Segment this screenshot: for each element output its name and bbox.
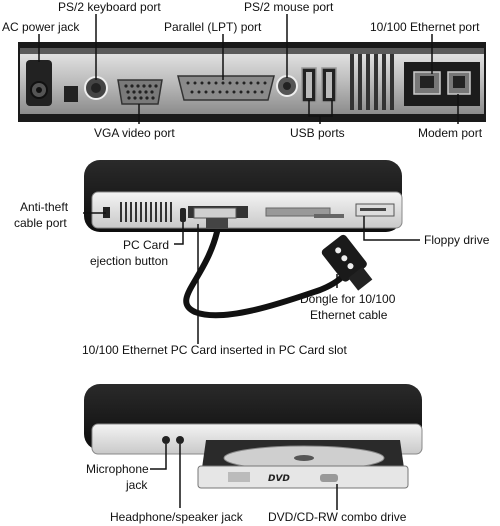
label-pc-card-eject-line2: ejection button: [90, 254, 169, 268]
headphone-jack: [176, 436, 184, 444]
ps2-keyboard-port: [84, 76, 108, 100]
side-view-photo: [84, 160, 403, 232]
dvd-logo: DVD: [268, 474, 290, 484]
label-ac-power-jack: AC power jack: [2, 20, 80, 34]
usb-ports: [301, 67, 337, 103]
label-microphone-line2: jack: [126, 478, 148, 492]
ethernet-port: [413, 71, 441, 95]
label-dongle-line2: Ethernet cable: [310, 308, 388, 322]
label-modem-port: Modem port: [418, 126, 483, 140]
label-microphone-line1: Microphone: [86, 462, 149, 476]
optical-drive-photo: DVD: [84, 384, 423, 489]
top-leader-lines: [38, 14, 459, 124]
label-ps2-mouse-port: PS/2 mouse port: [244, 0, 334, 14]
label-parallel-port: Parallel (LPT) port: [164, 20, 262, 34]
label-pc-card-eject-line1: PC Card: [123, 238, 170, 252]
middle-leader-lines: [83, 212, 420, 344]
dvd-drive-bezel: DVD: [197, 465, 409, 489]
rear-ports-photo: [18, 42, 486, 122]
pc-card-eject-button: [180, 208, 186, 222]
ps2-mouse-port: [276, 75, 298, 97]
dvd-tray: [202, 440, 404, 471]
label-anti-theft-line2: cable port: [14, 216, 67, 230]
label-floppy-drive: Floppy drive: [424, 233, 490, 247]
floppy-drive: [355, 203, 395, 217]
label-vga-video-port: VGA video port: [94, 126, 175, 140]
label-usb-ports: USB ports: [290, 126, 345, 140]
anti-theft-slot: [103, 207, 110, 218]
label-ps2-keyboard-port: PS/2 keyboard port: [58, 0, 161, 14]
label-headphone-jack: Headphone/speaker jack: [110, 510, 243, 524]
ac-power-jack: [26, 60, 52, 106]
label-dongle-line1: Dongle for 10/100: [300, 292, 396, 306]
bottom-leader-lines: [150, 444, 338, 510]
parallel-port: [177, 75, 275, 101]
modem-port: [447, 71, 471, 95]
label-dvd-drive: DVD/CD-RW combo drive: [268, 510, 407, 524]
label-anti-theft-line1: Anti-theft: [20, 200, 69, 214]
label-ethernet-pc-card: 10/100 Ethernet PC Card inserted in PC C…: [82, 343, 347, 357]
microphone-jack: [162, 436, 170, 444]
pc-card: [193, 207, 237, 219]
label-ethernet-port: 10/100 Ethernet port: [370, 20, 480, 34]
vga-port: [117, 79, 163, 105]
